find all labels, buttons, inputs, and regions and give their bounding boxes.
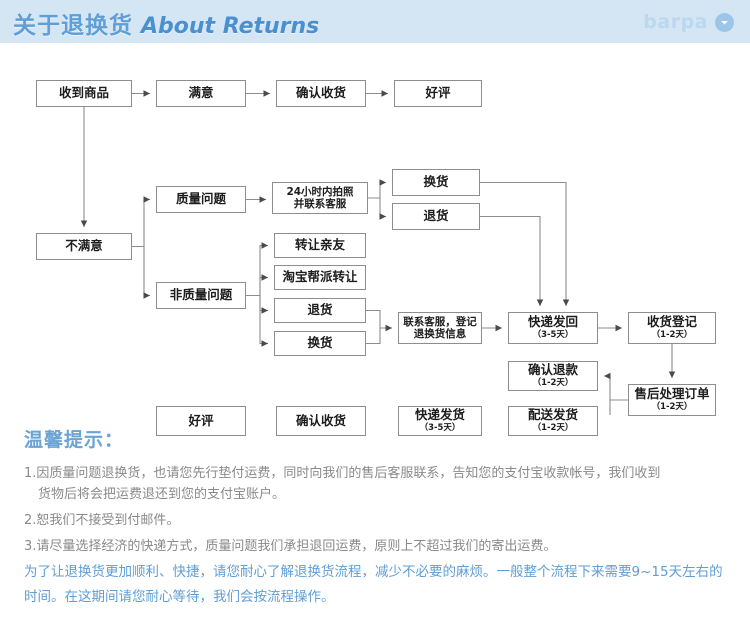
flow-node-label: 淘宝帮派转让: [282, 269, 358, 285]
flow-node-label: 快递发回: [527, 314, 578, 330]
flow-node-duration: （1-2天）: [532, 377, 574, 388]
flow-node: 快递发货 （3-5天）: [398, 406, 482, 436]
flow-node-duration: （3-5天）: [419, 422, 461, 433]
flow-node-label: 不满意: [65, 238, 103, 254]
page-title-cn: 关于退换货: [13, 13, 133, 39]
flow-node-label: 24小时内拍照: [286, 185, 354, 198]
flow-node-duration: （1-2天）: [532, 422, 574, 433]
flow-node-label: 收货登记: [646, 314, 697, 330]
flow-node-label: 退货: [423, 208, 449, 224]
flow-node-label: 满意: [188, 85, 214, 101]
flow-node: 满意: [156, 80, 246, 107]
flow-node: 转让亲友: [274, 233, 366, 258]
flow-node-label: 退货: [307, 302, 333, 318]
tips-closing-note: 为了让退换货更加顺利、快捷，请您耐心了解退换货流程，减少不必要的麻烦。一般整个流…: [24, 564, 723, 605]
flow-node-label: 非质量问题: [169, 287, 233, 303]
flow-node: 联系客服，登记 退换货信息: [398, 312, 482, 344]
page-header: 关于退换货 About Returns barpa: [0, 0, 750, 43]
tip-item: 货物后将会把运费退还到您的支付宝账户。: [38, 487, 286, 502]
flow-node: 非质量问题: [156, 282, 246, 309]
tip-item: 1.因质量问题退换货，也请您先行垫付运费，同时向我们的售后客服联系，告知您的支付…: [24, 466, 661, 481]
tip-item: 3.请尽量选择经济的快递方式，质量问题我们承担退回运费，原则上不超过我们的寄出运…: [24, 539, 557, 554]
flow-node: 好评: [394, 80, 482, 107]
flow-node: 售后处理订单 （1-2天）: [628, 384, 716, 416]
tips-heading: 温馨提示：: [24, 429, 125, 451]
flow-node-duration: （3-5天）: [532, 329, 574, 340]
flow-node-label: 好评: [425, 85, 451, 101]
flow-node-duration: （1-2天）: [651, 401, 693, 412]
page-title-en: About Returns: [141, 14, 320, 39]
flow-node: 24小时内拍照 并联系客服: [272, 182, 368, 214]
brand-name: barpa: [643, 11, 708, 33]
flow-node: 换货: [274, 331, 366, 356]
flow-node-label: 联系客服，登记: [403, 315, 477, 328]
flow-node: 退货: [274, 298, 366, 323]
flow-node-label: 收到商品: [58, 85, 109, 101]
flow-node: 快递发回 （3-5天）: [508, 312, 598, 344]
flow-node: 收货登记 （1-2天）: [628, 312, 716, 344]
flow-node-label: 售后处理订单: [634, 386, 710, 402]
flow-node: 确认收货: [276, 80, 366, 107]
flow-node-label: 快递发货: [414, 407, 465, 423]
flow-node: 不满意: [36, 233, 132, 260]
flow-node-duration: （1-2天）: [651, 329, 693, 340]
flow-node-label: 换货: [423, 174, 449, 190]
chevron-down-icon: [715, 12, 734, 32]
flow-node: 好评: [156, 406, 246, 436]
flow-node-sublabel: 并联系客服: [293, 198, 347, 210]
tip-item: 2.恕我们不接受到付邮件。: [24, 513, 180, 528]
flow-node-label: 转让亲友: [294, 237, 345, 253]
flow-node-sublabel: 退换货信息: [413, 328, 467, 340]
flow-node-label: 配送发货: [527, 407, 578, 423]
returns-flowchart: 收到商品 满意 确认收货 好评 质量问题 24小时内拍照 并联系客服 换货 退货…: [0, 43, 750, 436]
flow-node: 确认退款 （1-2天）: [508, 361, 598, 391]
flow-node-label: 质量问题: [175, 191, 226, 207]
flow-node-label: 好评: [188, 412, 214, 428]
flow-node: 收到商品: [36, 80, 132, 107]
page-title: 关于退换货 About Returns: [13, 6, 319, 40]
flow-node: 淘宝帮派转让: [274, 265, 366, 290]
flow-node: 退货: [392, 203, 480, 230]
flow-node: 配送发货 （1-2天）: [508, 406, 598, 436]
flow-node-label: 确认收货: [295, 85, 346, 101]
flow-node: 换货: [392, 169, 480, 196]
flow-node: 质量问题: [156, 186, 246, 213]
flow-node-label: 换货: [307, 335, 333, 351]
flow-node: 确认收货: [276, 406, 366, 436]
flow-node-label: 确认收货: [295, 412, 346, 428]
brand-logo[interactable]: barpa: [643, 11, 734, 33]
flow-node-label: 确认退款: [527, 362, 578, 378]
tips-section: 温馨提示： 1.因质量问题退换货，也请您先行垫付运费，同时向我们的售后客服联系，…: [0, 415, 750, 641]
flowchart-connectors: [80, 90, 676, 415]
